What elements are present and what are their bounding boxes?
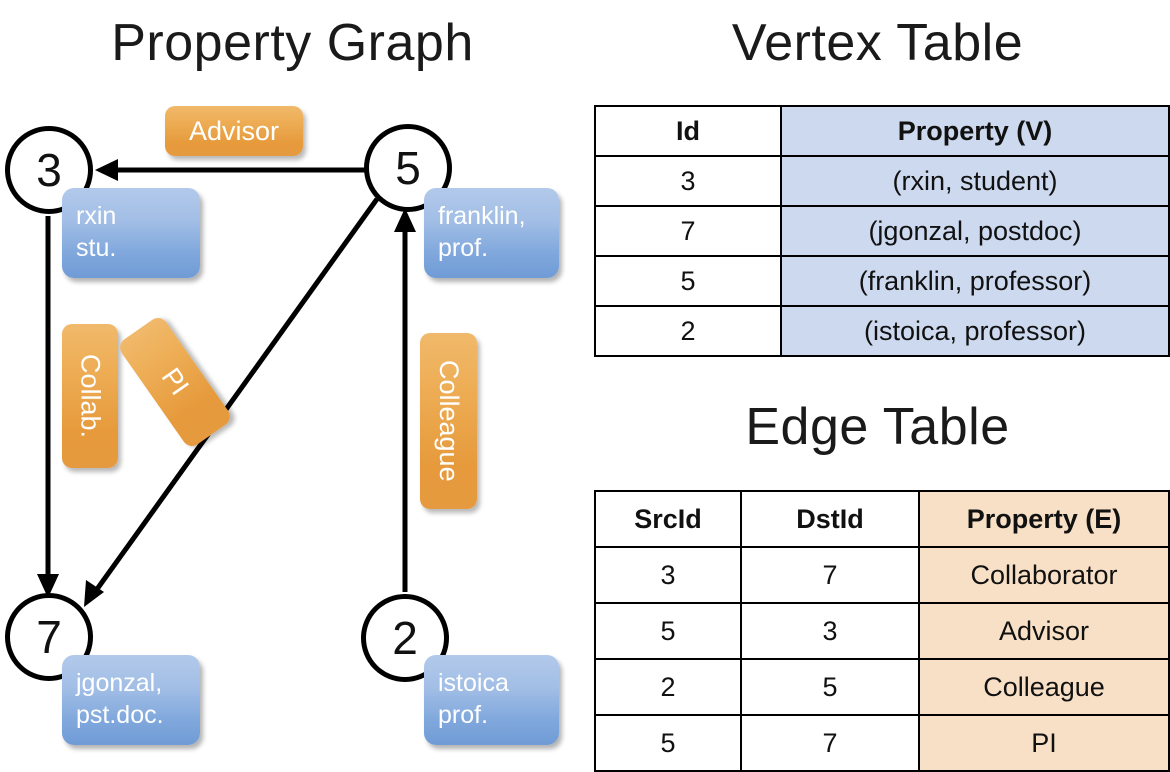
vertex-table-cell-id: 5 [594, 255, 782, 307]
edge-table-cell-dstid: 5 [740, 658, 920, 716]
table-row: 2 5 Colleague [594, 658, 1170, 716]
vertex-property-line-2: pst.doc. [76, 701, 164, 729]
edge-label-box-colleague: Colleague [420, 333, 477, 509]
vertex-property-box-jgonzal: jgonzal, pst.doc. [62, 655, 200, 745]
vertex-property-box-franklin: franklin, prof. [424, 188, 559, 278]
edge-table: SrcId DstId Property (E) 3 7 Collaborato… [594, 490, 1170, 772]
table-header-row: SrcId DstId Property (E) [594, 490, 1170, 548]
table-row: 5 3 Advisor [594, 602, 1170, 660]
edge-label-box-advisor: Advisor [165, 106, 303, 156]
vertex-table-cell-property: (rxin, student) [780, 155, 1170, 207]
vertex-property-line-1: rxin [76, 202, 117, 230]
vertex-property-line-1: istoica [438, 669, 509, 697]
edge-table-header-property: Property (E) [918, 490, 1170, 548]
vertex-property-line-1: jgonzal, [76, 669, 163, 697]
table-header-row: Id Property (V) [594, 105, 1170, 157]
edge-table-cell-srcid: 3 [594, 546, 742, 604]
graph-edges-layer [37, 159, 416, 607]
edge-label-box-collab: Collab. [62, 324, 118, 468]
edge-table-cell-property: Colleague [918, 658, 1170, 716]
table-row: 5 7 PI [594, 714, 1170, 772]
vertex-table-header-property: Property (V) [780, 105, 1170, 157]
vertex-table-cell-property: (jgonzal, postdoc) [780, 205, 1170, 257]
vertex-table-cell-property: (franklin, professor) [780, 255, 1170, 307]
edge-table-cell-srcid: 5 [594, 714, 742, 772]
edge-label-text: Advisor [188, 115, 280, 146]
page-title-vertex-table: Vertex Table [731, 14, 1024, 72]
table-row: 7 (jgonzal, postdoc) [594, 205, 1170, 257]
vertex-table: Id Property (V) 3 (rxin, student) 7 (jgo… [594, 105, 1170, 357]
edge-table-cell-srcid: 2 [594, 658, 742, 716]
vertex-table-header-id: Id [594, 105, 782, 157]
vertex-property-line-2: stu. [76, 234, 117, 262]
edge-table-cell-property: Advisor [918, 602, 1170, 660]
graph-edge-pi-5-to-7 [84, 197, 380, 607]
edge-table-header-dstid: DstId [740, 490, 920, 548]
edge-table-cell-property: Collaborator [918, 546, 1170, 604]
graph-edge-collab-3-to-7 [37, 216, 59, 598]
graph-vertex-2[interactable]: 2 [361, 594, 449, 682]
graph-edge-colleague-2-to-5 [394, 208, 416, 592]
vertex-table-cell-id: 2 [594, 305, 782, 357]
edge-table-cell-dstid: 3 [740, 602, 920, 660]
vertex-table-cell-property: (istoica, professor) [780, 305, 1170, 357]
vertex-property-box-istoica: istoica prof. [424, 655, 559, 745]
vertex-table-cell-id: 7 [594, 205, 782, 257]
page-title-edge-table: Edge Table [745, 398, 1010, 456]
property-graph-diagram: 3 5 7 2 rxin stu. franklin, prof. jgonza… [0, 0, 585, 760]
edge-table-cell-dstid: 7 [740, 546, 920, 604]
vertex-property-box-rxin: rxin stu. [62, 188, 200, 278]
table-row: 3 7 Collaborator [594, 546, 1170, 604]
vertex-property-line-1: franklin, [438, 202, 526, 230]
edge-table-cell-dstid: 7 [740, 714, 920, 772]
edge-table-cell-srcid: 5 [594, 602, 742, 660]
graph-edge-advisor-5-to-3 [95, 159, 366, 181]
vertex-property-line-2: prof. [438, 234, 489, 262]
vertex-property-line-2: prof. [438, 701, 489, 729]
edge-label-text: Colleague [434, 360, 464, 482]
edge-table-cell-property: PI [918, 714, 1170, 772]
table-row: 3 (rxin, student) [594, 155, 1170, 207]
page-title-property-graph: Property Graph [111, 14, 474, 72]
edge-label-text: Collab. [75, 353, 106, 439]
vertex-table-cell-id: 3 [594, 155, 782, 207]
edge-table-header-srcid: SrcId [594, 490, 742, 548]
table-row: 2 (istoica, professor) [594, 305, 1170, 357]
table-row: 5 (franklin, professor) [594, 255, 1170, 307]
edge-label-text: PI [155, 362, 196, 401]
